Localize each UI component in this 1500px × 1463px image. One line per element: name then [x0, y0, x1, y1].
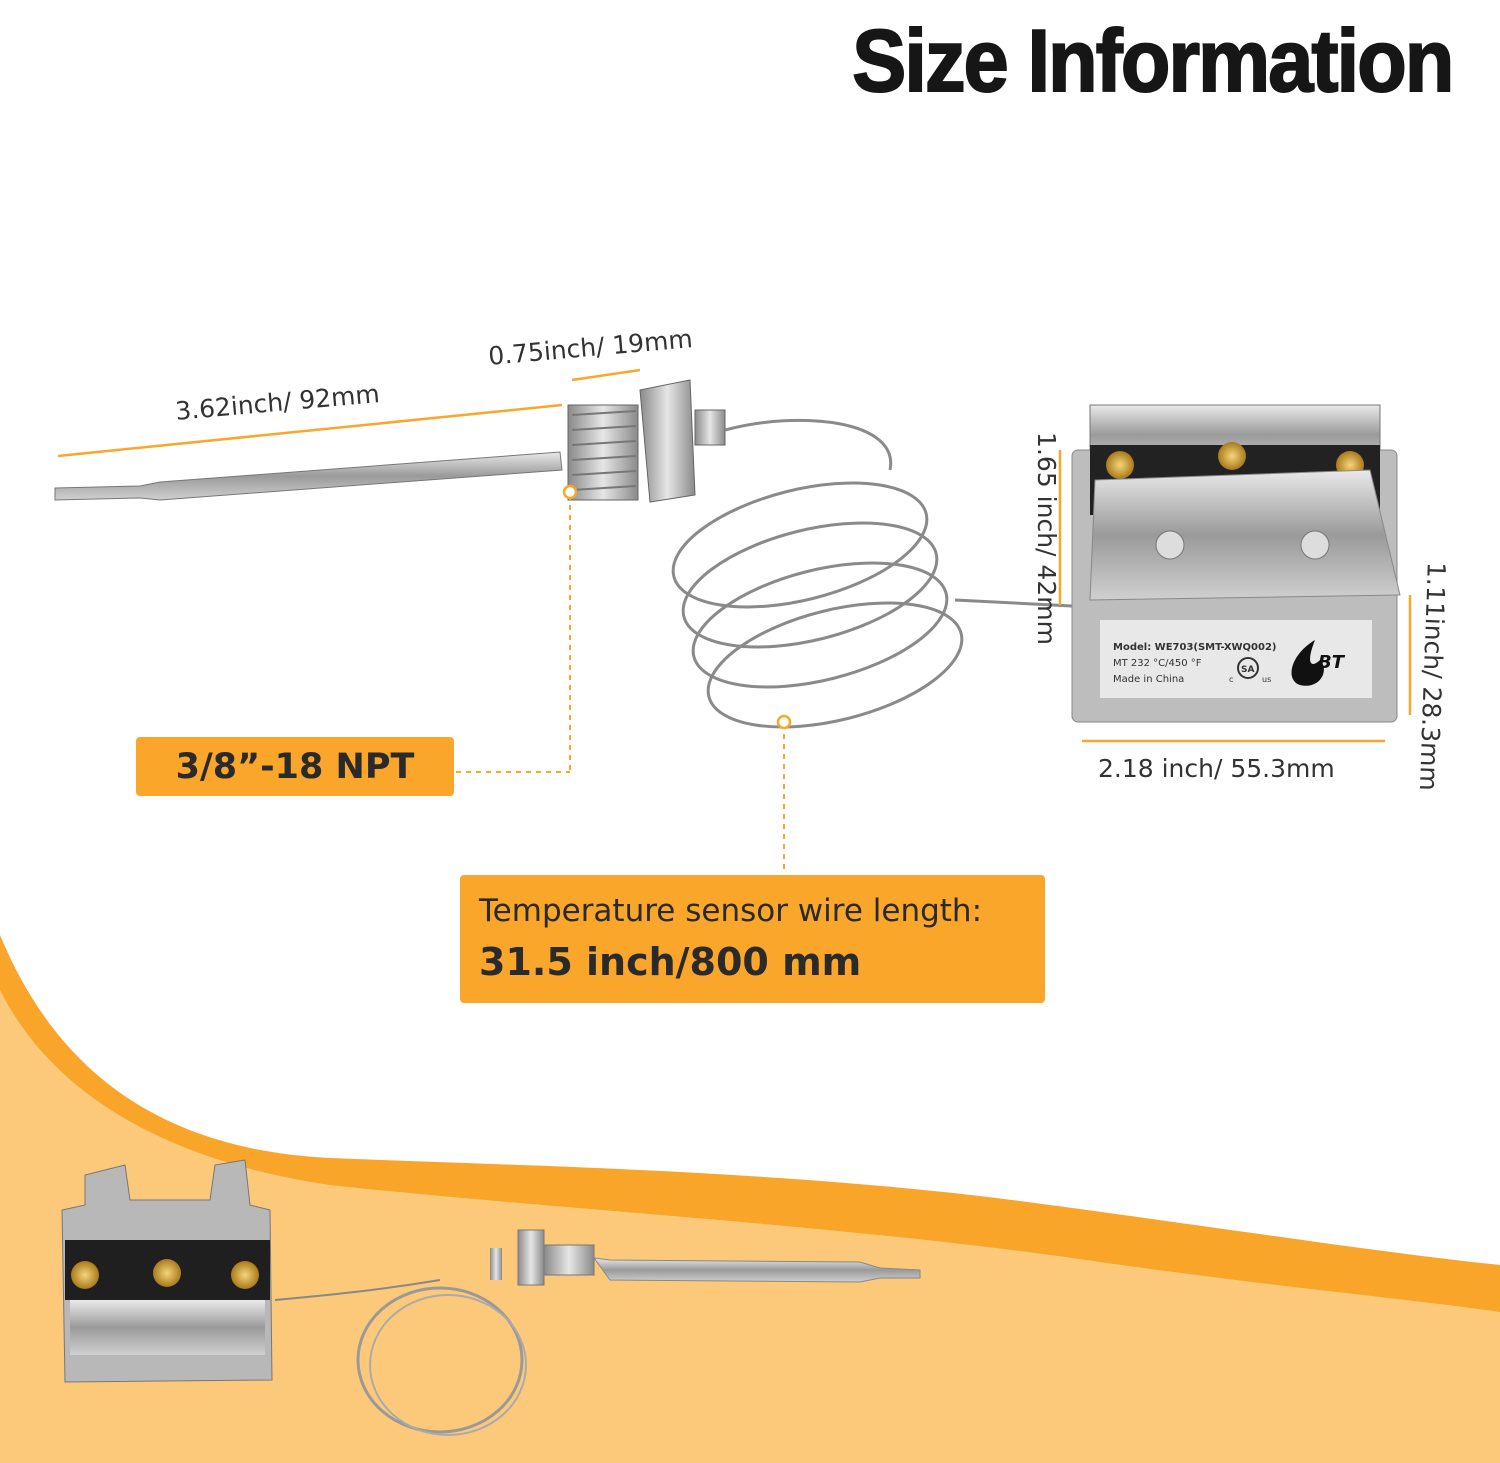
capillary-coil: [671, 418, 1073, 729]
wire-length-caption: Temperature sensor wire length:: [479, 893, 983, 929]
sensor-probe: [54, 379, 726, 503]
origin-text: Made in China: [1113, 674, 1184, 685]
thermostat-body: Model: WE703(SMT-XWQ002) MT 232 °C/450 °…: [1071, 404, 1401, 723]
light-orange-area: [0, 990, 1500, 1463]
product-photo-small: [61, 1159, 921, 1436]
brand-logo: BT: [1291, 640, 1346, 686]
dimension-arrows: [57, 368, 1412, 872]
box-height-label: 1.65 inch/ 42mm: [1031, 432, 1061, 645]
svg-text:BT: BT: [1318, 652, 1346, 673]
wire-length-badge: Temperature sensor wire length: 31.5 inc…: [460, 875, 1045, 1003]
wire-length-value: 31.5 inch/800 mm: [479, 940, 862, 984]
box-width-label: 2.18 inch/ 55.3mm: [1098, 754, 1335, 783]
thread-size-badge: 3/8”-18 NPT: [136, 737, 454, 796]
svg-text:c: c: [1229, 675, 1233, 684]
page-title: Size Information: [851, 10, 1455, 111]
svg-text:us: us: [1262, 675, 1271, 684]
rating-text: MT 232 °C/450 °F: [1113, 658, 1202, 669]
model-text: Model: WE703(SMT-XWQ002): [1113, 642, 1277, 653]
svg-text:SA: SA: [1241, 665, 1254, 675]
csa-cert-icon: SA c us: [1229, 657, 1271, 684]
